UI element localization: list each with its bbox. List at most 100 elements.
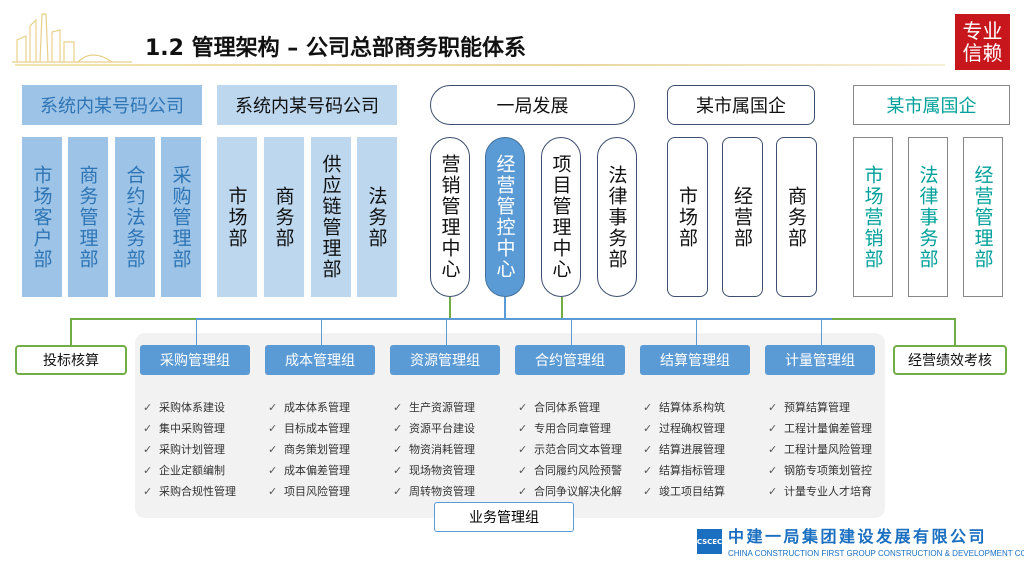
org-header-3: 一局发展 bbox=[430, 85, 635, 125]
check-icon: ✓ bbox=[518, 401, 528, 414]
dept-column-highlighted: 经营管控中心 bbox=[485, 137, 525, 297]
connector bbox=[321, 318, 322, 346]
check-icon: ✓ bbox=[768, 464, 778, 477]
item-label: 合同争议解决化解 bbox=[534, 485, 622, 498]
connector bbox=[196, 318, 832, 320]
connector bbox=[70, 318, 72, 346]
connector bbox=[504, 297, 506, 319]
list-item: ✓合同履约风险预警 bbox=[518, 460, 622, 481]
list-item: ✓钢筋专项策划管控 bbox=[768, 460, 872, 481]
group-6: 计量管理组 bbox=[765, 345, 875, 375]
item-label: 竣工项目结算 bbox=[659, 485, 725, 498]
bid-accounting-box: 投标核算 bbox=[15, 345, 127, 375]
org-header-4: 某市属国企 bbox=[667, 85, 815, 125]
item-label: 合同体系管理 bbox=[534, 401, 600, 414]
dept-column: 市场营销部 bbox=[853, 137, 893, 297]
check-icon: ✓ bbox=[768, 422, 778, 435]
list-item: ✓预算结算管理 bbox=[768, 397, 872, 418]
item-label: 结算体系构筑 bbox=[659, 401, 725, 414]
check-icon: ✓ bbox=[393, 422, 403, 435]
check-icon: ✓ bbox=[268, 485, 278, 498]
check-icon: ✓ bbox=[268, 401, 278, 414]
list-item: ✓工程计量风险管理 bbox=[768, 439, 872, 460]
list-item: ✓目标成本管理 bbox=[268, 418, 350, 439]
check-icon: ✓ bbox=[518, 422, 528, 435]
item-label: 采购计划管理 bbox=[159, 443, 225, 456]
check-icon: ✓ bbox=[143, 443, 153, 456]
list-item: ✓ 采购计划管理 bbox=[143, 439, 236, 460]
company-name-en: CHINA CONSTRUCTION FIRST GROUP CONSTRUCT… bbox=[728, 549, 1024, 558]
item-label: 工程计量风险管理 bbox=[784, 443, 872, 456]
company-logo: CSCEC bbox=[697, 529, 722, 554]
org-header-2: 系统内某号码公司 bbox=[217, 85, 397, 125]
list-item: ✓ 工程计量偏差管理 bbox=[768, 418, 872, 439]
check-icon: ✓ bbox=[518, 464, 528, 477]
list-item: ✓ 采购合规性管理 bbox=[143, 481, 236, 502]
item-label: 结算进展管理 bbox=[659, 443, 725, 456]
dept-column: 商务管理部 bbox=[68, 137, 108, 297]
check-icon: ✓ bbox=[393, 401, 403, 414]
dept-column: 营销管理中心 bbox=[430, 137, 470, 297]
list-item: ✓集中采购管理 bbox=[143, 418, 236, 439]
check-icon: ✓ bbox=[143, 485, 153, 498]
performance-review-box: 经营绩效考核 bbox=[893, 345, 1007, 375]
dept-column: 商务部 bbox=[776, 137, 817, 297]
item-label: 集中采购管理 bbox=[159, 422, 225, 435]
item-label: 成本偏差管理 bbox=[284, 464, 350, 477]
company-name: 中建一局集团建设发展有限公司 bbox=[728, 527, 988, 546]
item-label: 示范合同文本管理 bbox=[534, 443, 622, 456]
item-label: 预算结算管理 bbox=[784, 401, 850, 414]
item-label: 计量专业人才培育 bbox=[784, 485, 872, 498]
item-label: 采购体系建设 bbox=[159, 401, 225, 414]
item-label: 采购合规性管理 bbox=[159, 485, 236, 498]
connector bbox=[954, 318, 956, 346]
check-icon: ✓ bbox=[643, 401, 653, 414]
item-label: 生产资源管理 bbox=[409, 401, 475, 414]
group-duties-list: ✓合同体系管理✓专用合同章管理✓示范合同文本管理✓合同履约风险预警✓合同争议解决… bbox=[518, 397, 622, 502]
item-label: 结算指标管理 bbox=[659, 464, 725, 477]
list-item: ✓商务策划管理 bbox=[268, 439, 350, 460]
list-item: ✓资源平台建设 bbox=[393, 418, 475, 439]
check-icon: ✓ bbox=[768, 485, 778, 498]
check-icon: ✓ bbox=[393, 485, 403, 498]
city-skyline-decoration bbox=[12, 13, 132, 63]
list-item: ✓ 生产资源管理 bbox=[393, 397, 475, 418]
list-item: ✓成本偏差管理 bbox=[268, 460, 350, 481]
dept-column: 法律事务部 bbox=[908, 137, 948, 297]
dept-column: 市场部 bbox=[217, 137, 257, 297]
check-icon: ✓ bbox=[643, 422, 653, 435]
group-duties-list: ✓结算体系构筑✓过程确权管理✓结算进展管理✓结算指标管理✓竣工项目结算 bbox=[643, 397, 725, 502]
check-icon: ✓ bbox=[393, 464, 403, 477]
list-item: ✓ 合同体系管理 bbox=[518, 397, 622, 418]
check-icon: ✓ bbox=[268, 422, 278, 435]
item-label: 成本体系管理 bbox=[284, 401, 350, 414]
list-item: ✓ 周转物资管理 bbox=[393, 481, 475, 502]
seal-logo: 专业信赖 bbox=[955, 14, 1010, 70]
org-header-5: 某市属国企 bbox=[853, 85, 1010, 125]
dept-column: 经营管理部 bbox=[963, 137, 1003, 297]
list-item: ✓ 计量专业人才培育 bbox=[768, 481, 872, 502]
group-duties-list: ✓预算结算管理✓工程计量偏差管理✓工程计量风险管理✓钢筋专项策划管控✓计量专业人… bbox=[768, 397, 872, 502]
list-item: ✓项目风险管理 bbox=[268, 481, 350, 502]
list-item: ✓ 合同争议解决化解 bbox=[518, 481, 622, 502]
connector bbox=[696, 318, 697, 346]
group-duties-list: ✓采购体系建设✓集中采购管理✓采购计划管理✓企业定额编制✓采购合规性管理 bbox=[143, 397, 236, 502]
item-label: 工程计量偏差管理 bbox=[784, 422, 872, 435]
list-item: ✓ 结算体系构筑 bbox=[643, 397, 725, 418]
connector bbox=[561, 297, 563, 319]
list-item: ✓ 过程确权管理 bbox=[643, 418, 725, 439]
check-icon: ✓ bbox=[518, 485, 528, 498]
list-item: ✓ 成本体系管理 bbox=[268, 397, 350, 418]
business-panel bbox=[135, 333, 885, 518]
dept-column: 市场客户部 bbox=[22, 137, 62, 297]
dept-column: 市场部 bbox=[667, 137, 708, 297]
check-icon: ✓ bbox=[518, 443, 528, 456]
connector bbox=[446, 318, 447, 346]
group-1: 采购管理组 bbox=[140, 345, 250, 375]
group-5: 结算管理组 bbox=[640, 345, 750, 375]
item-label: 周转物资管理 bbox=[409, 485, 475, 498]
check-icon: ✓ bbox=[268, 443, 278, 456]
item-label: 过程确权管理 bbox=[659, 422, 725, 435]
item-label: 专用合同章管理 bbox=[534, 422, 611, 435]
check-icon: ✓ bbox=[393, 443, 403, 456]
